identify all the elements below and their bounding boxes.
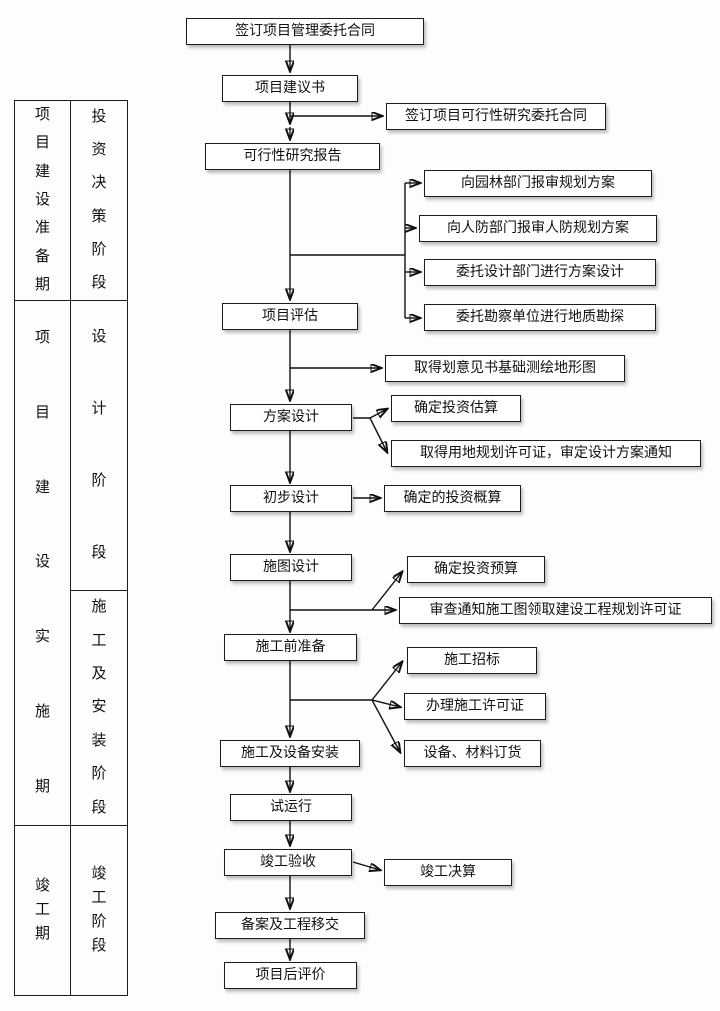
side-equipment-material-order: 设备、材料订货 bbox=[404, 740, 541, 767]
phase-completion-period: 竣工期 bbox=[14, 825, 71, 996]
node-scheme-design: 方案设计 bbox=[230, 404, 352, 431]
stage-design: 设计阶段 bbox=[70, 300, 128, 591]
node-construction-drawing-design: 施图设计 bbox=[230, 554, 352, 581]
stage-completion: 竣工阶段 bbox=[70, 825, 128, 996]
node-preliminary-design: 初步设计 bbox=[230, 485, 352, 512]
node-pre-construction-preparation: 施工前准备 bbox=[224, 634, 357, 661]
side-sign-feasibility-contract: 签订项目可行性研究委托合同 bbox=[386, 103, 606, 130]
stage-construction-installation: 施工及安装阶段 bbox=[70, 590, 128, 826]
side-land-planning-permit: 取得用地规划许可证，审定设计方案通知 bbox=[391, 440, 701, 467]
side-investment-estimate: 确定投资估算 bbox=[391, 395, 521, 422]
arrow bbox=[371, 572, 402, 611]
node-project-evaluation: 项目评估 bbox=[222, 303, 358, 330]
arrow bbox=[371, 699, 400, 752]
node-construction-equipment-installation: 施工及设备安装 bbox=[220, 740, 360, 767]
node-trial-run: 试运行 bbox=[230, 794, 352, 821]
node-feasibility-report: 可行性研究报告 bbox=[205, 143, 380, 170]
node-completion-acceptance: 竣工验收 bbox=[224, 849, 352, 876]
node-sign-management-contract: 签订项目管理委托合同 bbox=[186, 18, 424, 45]
arrow bbox=[371, 699, 400, 707]
node-filing-and-transfer: 备案及工程移交 bbox=[215, 912, 365, 939]
side-garden-dept-review: 向园林部门报审规划方案 bbox=[424, 170, 652, 197]
side-investment-budget: 确定投资预算 bbox=[407, 556, 545, 583]
arrow bbox=[352, 861, 380, 870]
node-post-project-evaluation: 项目后评价 bbox=[224, 962, 357, 989]
phase-preparation-period: 项目建设准备期 bbox=[14, 100, 71, 301]
arrow bbox=[369, 409, 387, 418]
phase-implementation-period: 项目建设实施期 bbox=[14, 300, 71, 826]
side-entrust-design-dept: 委托设计部门进行方案设计 bbox=[424, 259, 656, 286]
arrow bbox=[369, 417, 387, 452]
stage-investment-decision: 投资决策阶段 bbox=[70, 100, 128, 301]
side-construction-permit: 办理施工许可证 bbox=[404, 693, 546, 720]
side-planning-opinion-topographic-map: 取得划意见书基础测绘地形图 bbox=[385, 355, 625, 382]
side-final-account: 竣工决算 bbox=[384, 859, 512, 886]
side-construction-bidding: 施工招标 bbox=[407, 647, 537, 674]
node-project-proposal: 项目建议书 bbox=[222, 75, 358, 102]
side-approved-investment-budget: 确定的投资概算 bbox=[384, 485, 521, 512]
side-review-construction-planning-permit: 审查通知施工图领取建设工程规划许可证 bbox=[399, 597, 712, 624]
side-entrust-survey-unit: 委托勘察单位进行地质勘探 bbox=[424, 304, 656, 331]
side-civil-defense-review: 向人防部门报审人防规划方案 bbox=[419, 215, 657, 242]
arrow bbox=[371, 662, 402, 701]
